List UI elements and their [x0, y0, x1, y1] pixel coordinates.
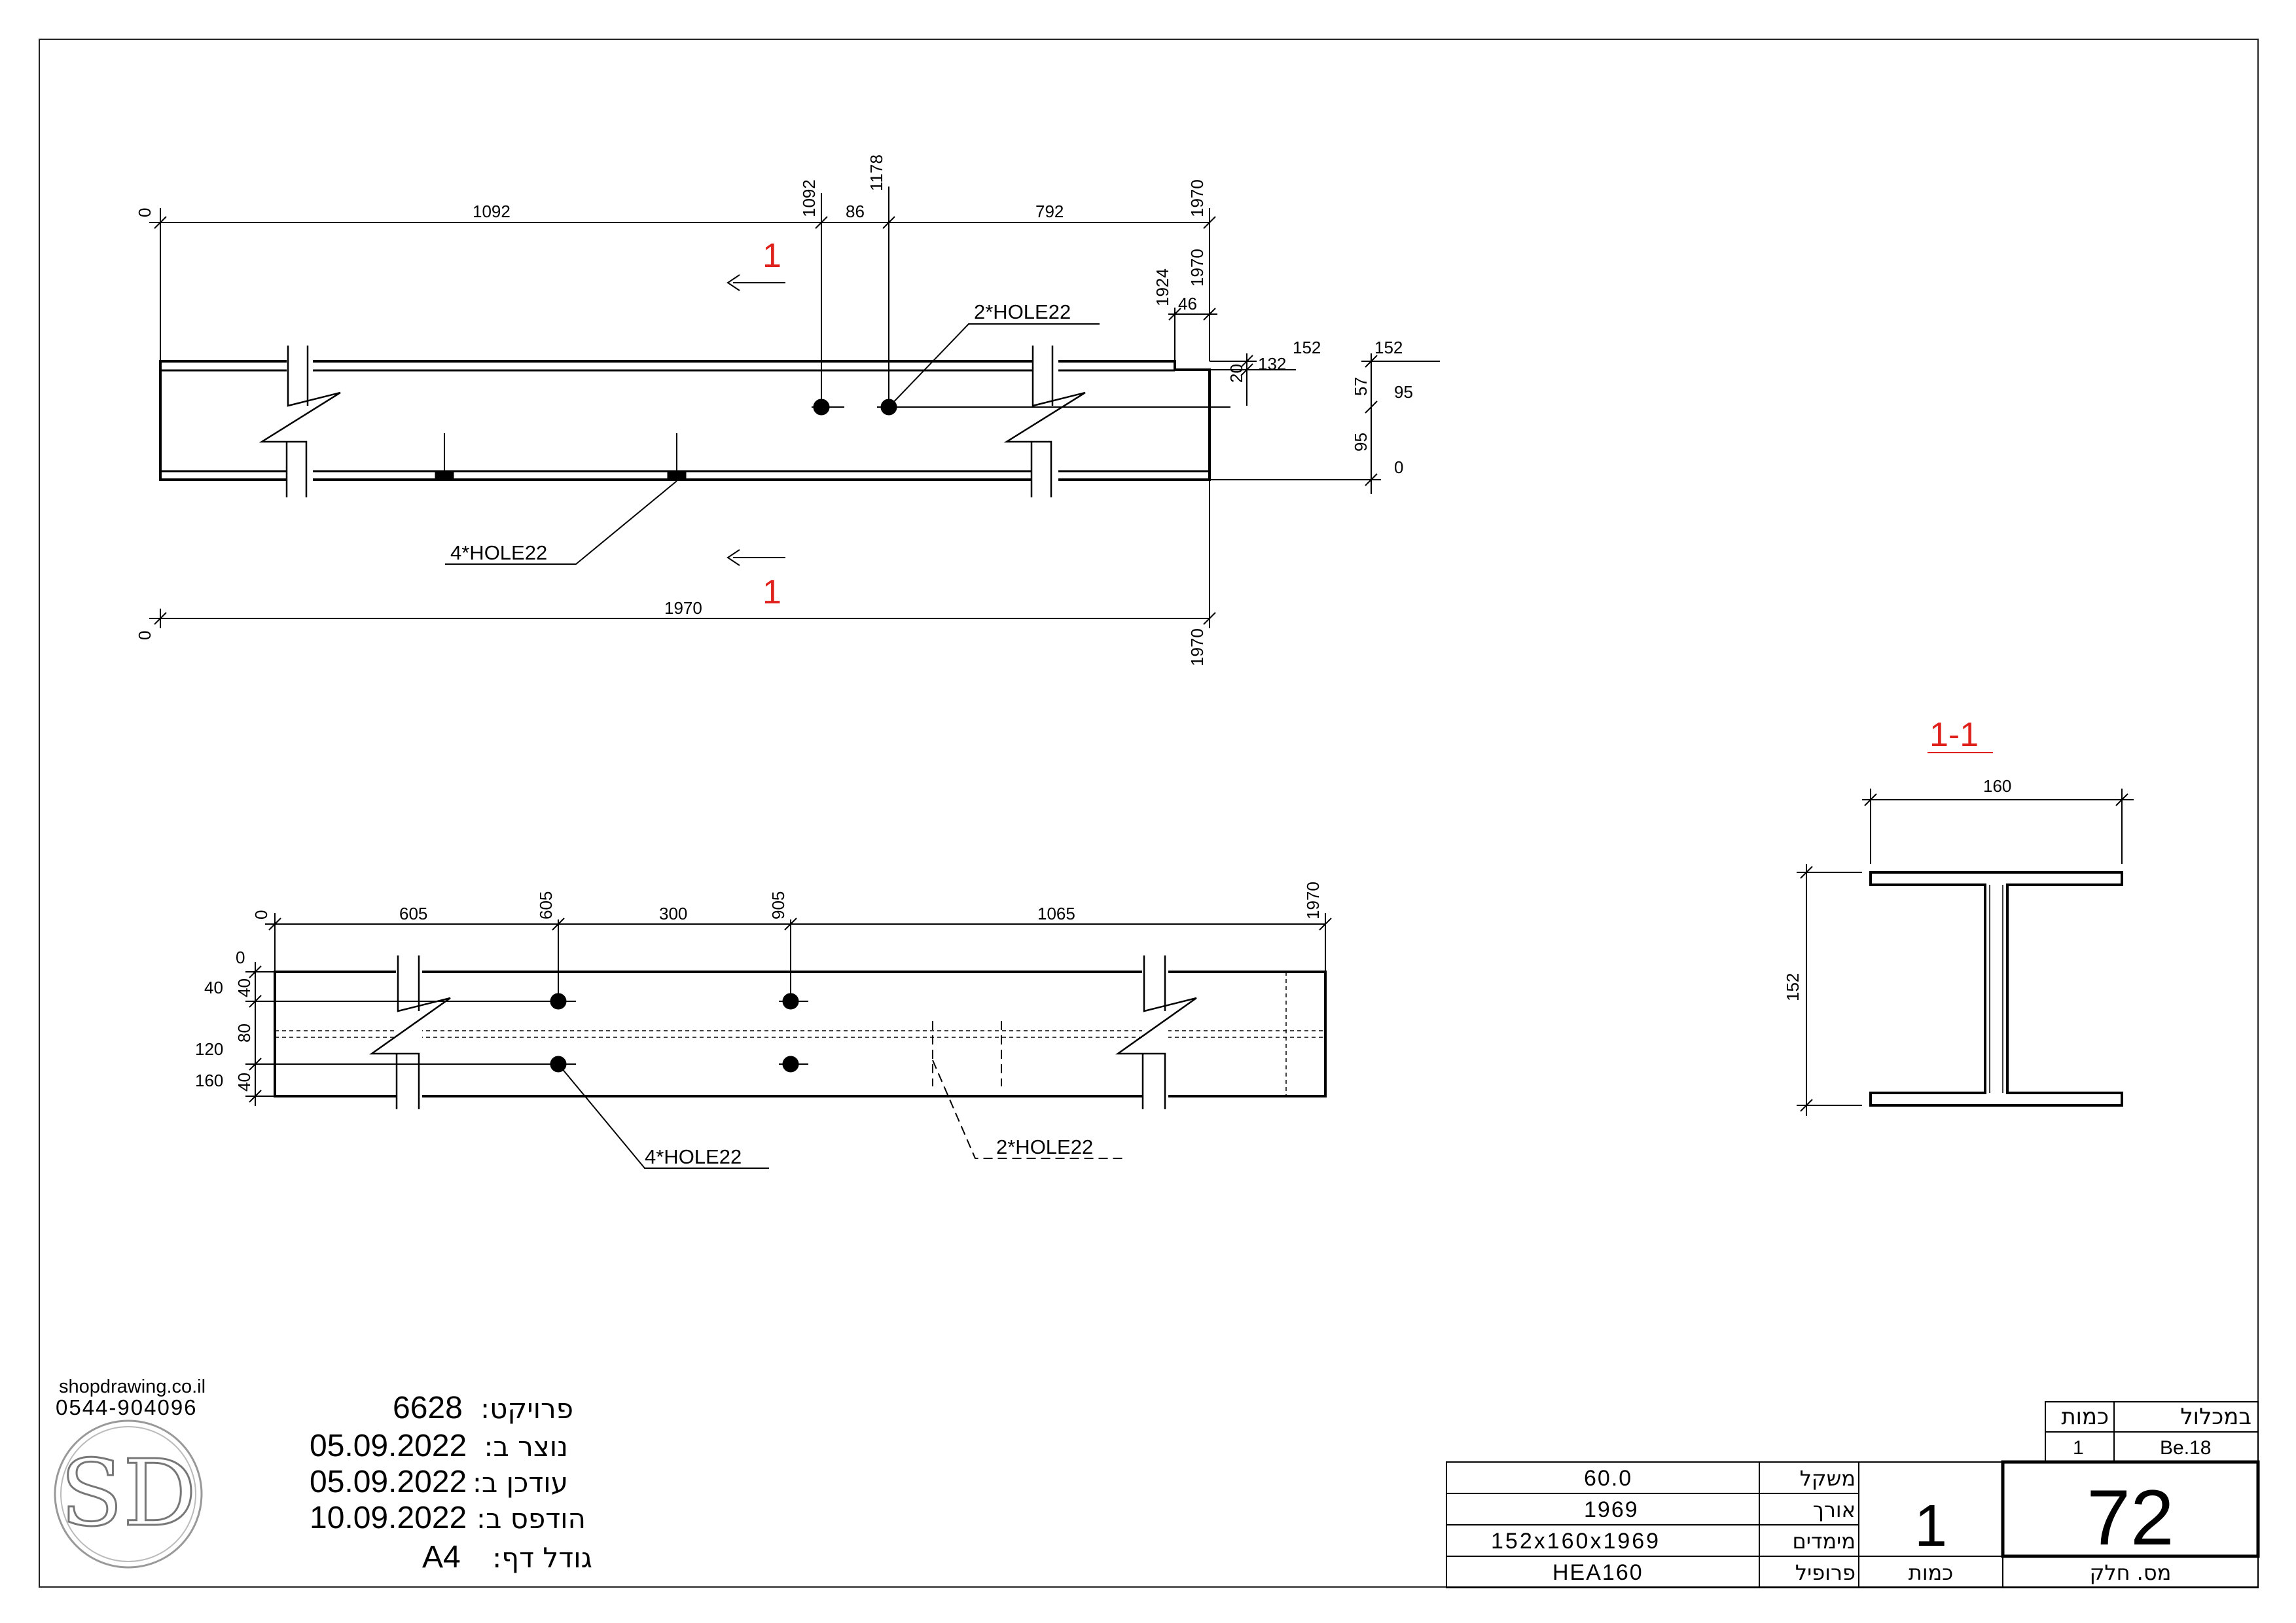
- section-arrow: [726, 549, 785, 566]
- weight-value: 60.0: [1584, 1466, 1632, 1491]
- section-labels: 1-1 160 152: [1783, 716, 2011, 1001]
- break-mark-left: [259, 346, 341, 497]
- dim-text: 1092: [799, 179, 819, 217]
- printed-label: הודפס ב:: [476, 1503, 586, 1535]
- hole-label: 4*HOLE22: [645, 1145, 742, 1168]
- break-mark-right: [1003, 346, 1086, 497]
- top-view: [149, 187, 1440, 628]
- break-mark-right: [1115, 955, 1197, 1109]
- bottom-view: [245, 913, 1332, 1169]
- dim-text: 80: [234, 1024, 254, 1043]
- dim-text: 0: [135, 631, 154, 640]
- leader-right: [932, 1060, 1122, 1159]
- section-mark: 1: [762, 237, 781, 275]
- flange-outline: [274, 971, 1327, 1097]
- dim-text: 95: [1351, 433, 1371, 452]
- weight-label: משקל: [1800, 1466, 1856, 1491]
- part-number-value: 72: [2087, 1474, 2174, 1561]
- dim-text: 40: [204, 978, 223, 997]
- branding: shopdrawing.co.il 0544-904096 SD: [54, 1376, 206, 1569]
- dim-text: 1970: [1187, 179, 1207, 217]
- sd-logo: SD: [54, 1419, 203, 1569]
- dim-text: 152: [1374, 338, 1403, 357]
- updated-label: עודכן ב:: [473, 1467, 568, 1499]
- dim-text: 40: [234, 1073, 254, 1092]
- section-title: 1-1: [1929, 716, 1979, 754]
- section-mark: 1: [762, 573, 781, 611]
- hole-label: 4*HOLE22: [450, 541, 547, 564]
- dim-text: 160: [1983, 776, 2011, 796]
- dim-text: 1092: [473, 202, 511, 221]
- dim-text: 20: [1227, 364, 1246, 383]
- leader-bottom: [445, 480, 677, 565]
- phone-text: 0544-904096: [56, 1395, 198, 1419]
- leader-left: [558, 1063, 769, 1169]
- dim-text: 300: [659, 904, 687, 923]
- project-value: 6628: [393, 1391, 463, 1425]
- qty-header: כמות: [2061, 1404, 2109, 1430]
- sheet-border: [39, 39, 2259, 1588]
- dim-text: 152: [1293, 338, 1321, 357]
- dim-text: 40: [234, 978, 254, 997]
- assembly-name: Be.18: [2160, 1437, 2211, 1459]
- dim-text: 605: [399, 904, 427, 923]
- title-block: [1446, 1401, 2260, 1588]
- title-block-text: במכלול כמות 1 Be.18 60.0 משקל 1969 אורך …: [1491, 1404, 2251, 1585]
- assembly-qty: 1: [2073, 1437, 2084, 1459]
- quantity-label: כמות: [1909, 1560, 1953, 1585]
- hole-label: 2*HOLE22: [996, 1135, 1093, 1158]
- top-view-labels: 0 1092 1092 86 1178 792 1970 1924 1970 4…: [135, 154, 1413, 666]
- dim-text: 792: [1035, 202, 1064, 221]
- page-size-value: A4: [422, 1540, 461, 1575]
- dim-text: 1970: [1303, 882, 1323, 919]
- length-label: אורך: [1813, 1497, 1856, 1522]
- dim-text: 0: [1394, 457, 1403, 477]
- dim-text: 1924: [1153, 268, 1172, 306]
- dim-text: 120: [195, 1039, 223, 1059]
- dim-text: 1065: [1037, 904, 1075, 923]
- created-label: נוצר ב:: [484, 1431, 568, 1463]
- dim-text: 1970: [1187, 628, 1207, 666]
- dim-text: 1970: [1187, 249, 1207, 287]
- dim-text: 160: [195, 1071, 223, 1090]
- profile-label: פרופיל: [1795, 1560, 1856, 1585]
- info-block: 6628 פרויקט: 05.09.2022 נוצר ב: 05.09.20…: [310, 1391, 592, 1575]
- section-view: [1797, 752, 2134, 1116]
- dim-text: 86: [846, 202, 865, 221]
- dim-text: 905: [768, 891, 788, 919]
- svg-text:SD: SD: [60, 1440, 196, 1547]
- created-value: 05.09.2022: [310, 1429, 467, 1463]
- leader-top: [888, 323, 1100, 408]
- dim-text: 152: [1783, 973, 1803, 1001]
- length-value: 1969: [1584, 1497, 1639, 1522]
- dim-text: 95: [1394, 382, 1413, 402]
- printed-value: 10.09.2022: [310, 1501, 467, 1535]
- part-number-label: מס. חלק: [2090, 1560, 2172, 1585]
- website-text: shopdrawing.co.il: [59, 1376, 206, 1397]
- profile-value: HEA160: [1552, 1560, 1643, 1585]
- dim-text: 1970: [664, 598, 702, 618]
- quantity-value: 1: [1914, 1493, 1947, 1559]
- dim-text: 0: [135, 208, 154, 217]
- dim-text: 132: [1258, 354, 1286, 374]
- dim-text: 0: [251, 910, 271, 919]
- dims-value: 152x160x1969: [1491, 1529, 1660, 1554]
- dim-text: 46: [1178, 294, 1197, 313]
- updated-value: 05.09.2022: [310, 1465, 467, 1499]
- dim-text: 1178: [867, 154, 886, 191]
- assembly-header: במכלול: [2180, 1404, 2251, 1430]
- dim-text: 605: [536, 891, 556, 919]
- dim-text: 57: [1351, 377, 1371, 396]
- section-arrow: [726, 274, 785, 291]
- hea-profile: [1869, 871, 2123, 1107]
- hole-label: 2*HOLE22: [974, 300, 1071, 323]
- page-size-label: גודל דף:: [492, 1542, 592, 1574]
- project-label: פרויקט:: [480, 1393, 573, 1425]
- dims-label: מימדים: [1793, 1529, 1856, 1554]
- bottom-view-labels: 0 605 605 300 905 1065 1970 0 40 40 80 1…: [195, 882, 1323, 1168]
- dim-text: 0: [236, 948, 245, 967]
